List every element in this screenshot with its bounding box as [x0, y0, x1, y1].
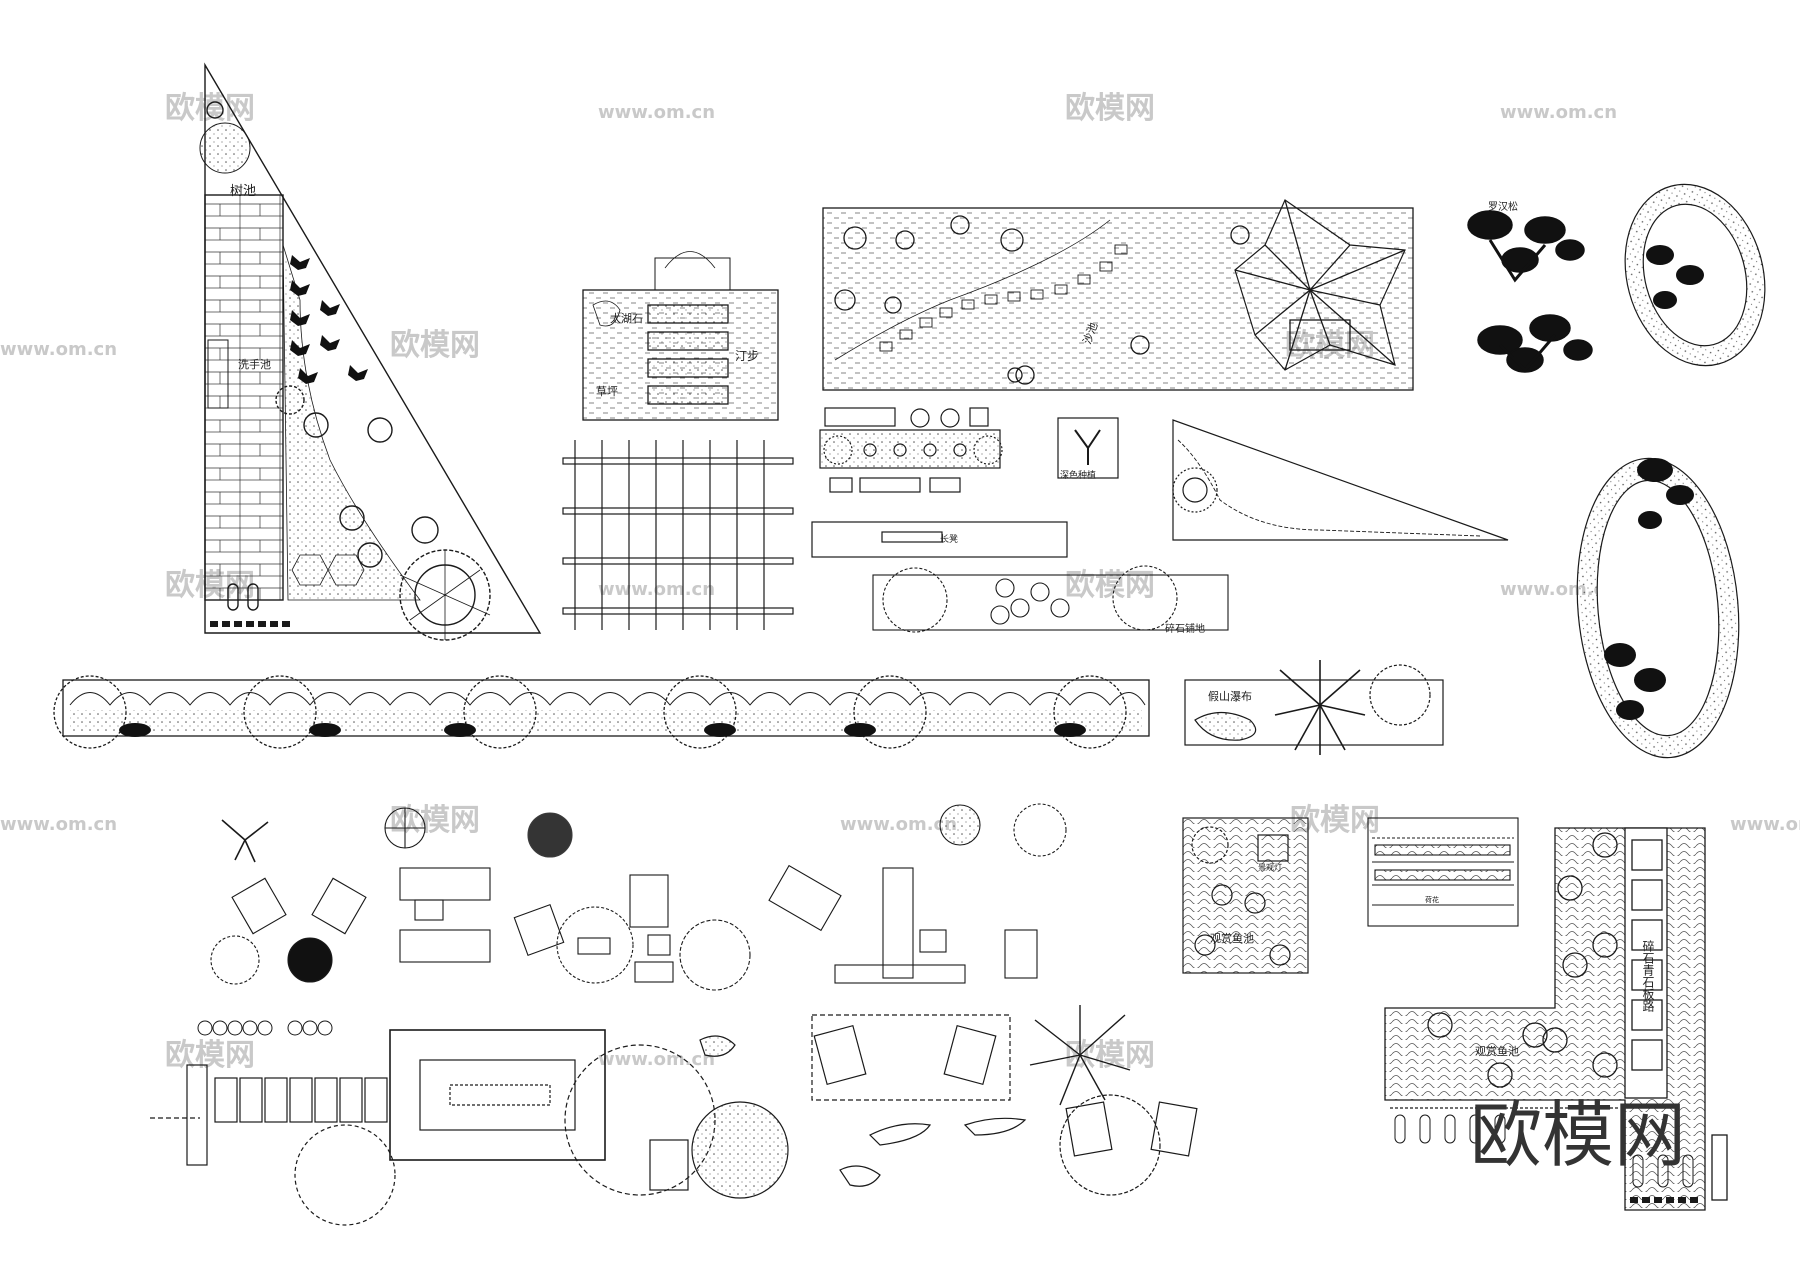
watermark-layer: 欧模网 www.om.cn 欧模网 www.om.cn www.om.cn 欧模… — [0, 91, 1800, 1073]
brand-watermark: 欧模网 — [1470, 1093, 1686, 1177]
oval-planter-bottom — [1576, 457, 1740, 759]
pine-label: 罗汉松 — [1488, 200, 1518, 213]
stepping-stones-label: 汀步 — [735, 349, 759, 363]
pavilion-garden-plan: 沙池 — [822, 199, 1414, 391]
wash-basin-label: 洗手池 — [238, 357, 271, 371]
long-bench-label: 长凳 — [940, 533, 958, 545]
watermark-url: www.om.cn — [840, 814, 957, 835]
watermark-url: www.om.cn — [598, 102, 715, 123]
lake-stone-label: 太湖石 — [610, 312, 643, 325]
oval-planter-top — [1624, 183, 1766, 367]
fish-pond-2-label: 观赏鱼池 — [1475, 1044, 1519, 1058]
l-shaped-gravel-path: 碎石青石板路 观赏鱼池 — [1384, 827, 1728, 1211]
rockery-waterfall-label: 假山瀑布 — [1208, 689, 1252, 703]
bench-module-set: 长凳 深色种植 — [811, 407, 1119, 558]
landscape-lamp-label: 景观灯 — [1258, 862, 1282, 872]
watermark-url: www.om.cn — [0, 339, 117, 360]
fish-pond-plan: 观赏鱼池 景观灯 — [1182, 817, 1309, 974]
rockery-waterfall-plan: 假山瀑布 — [1184, 660, 1444, 755]
watermark-url: www.om.cn — [1500, 102, 1617, 123]
deep-planting-label: 深色种植 — [1060, 469, 1096, 481]
gravel-road-label: 碎石青石板路 — [1641, 939, 1655, 1013]
watermark-brand: 欧模网 — [390, 328, 480, 363]
tree-pool-label: 树池 — [230, 184, 256, 199]
furniture-and-tree-symbols — [210, 803, 1067, 991]
pine-tree-symbols: 罗汉松 — [1467, 200, 1593, 373]
watermark-brand: 欧模网 — [1065, 568, 1155, 603]
watermark-url: www.om.cn — [598, 1049, 715, 1070]
watermark-brand: 欧模网 — [165, 91, 255, 126]
palm-tree-symbol — [1274, 660, 1366, 755]
watermark-url: www.om.cn — [1730, 814, 1800, 835]
triangle-planter-plan — [1172, 419, 1509, 541]
lawn-label: 草坪 — [596, 385, 618, 398]
watermark-brand: 欧模网 — [1065, 91, 1155, 126]
stone-pavement-label: 碎石铺地 — [1165, 622, 1205, 635]
lotus-label: 荷花 — [1425, 895, 1439, 904]
pergola-grid-plan — [562, 440, 794, 630]
fish-pond-label: 观赏鱼池 — [1210, 931, 1254, 945]
hedge-strip — [53, 675, 1150, 749]
tiered-water-feature: 荷花 — [1367, 817, 1519, 927]
octagonal-pavilion-roof — [1234, 199, 1406, 371]
watermark-brand: 欧模网 — [165, 1038, 255, 1073]
stepping-stone-garden: 太湖石 汀步 草坪 — [582, 251, 779, 421]
triangle-garden-plan: 树池 洗手池 — [199, 62, 542, 641]
watermark-url: www.om.cn — [0, 814, 117, 835]
tree-planter-row: 碎石铺地 — [872, 565, 1229, 635]
palm-tree-symbol — [1029, 1005, 1131, 1106]
entrance-plaza-plan — [150, 1005, 1198, 1226]
